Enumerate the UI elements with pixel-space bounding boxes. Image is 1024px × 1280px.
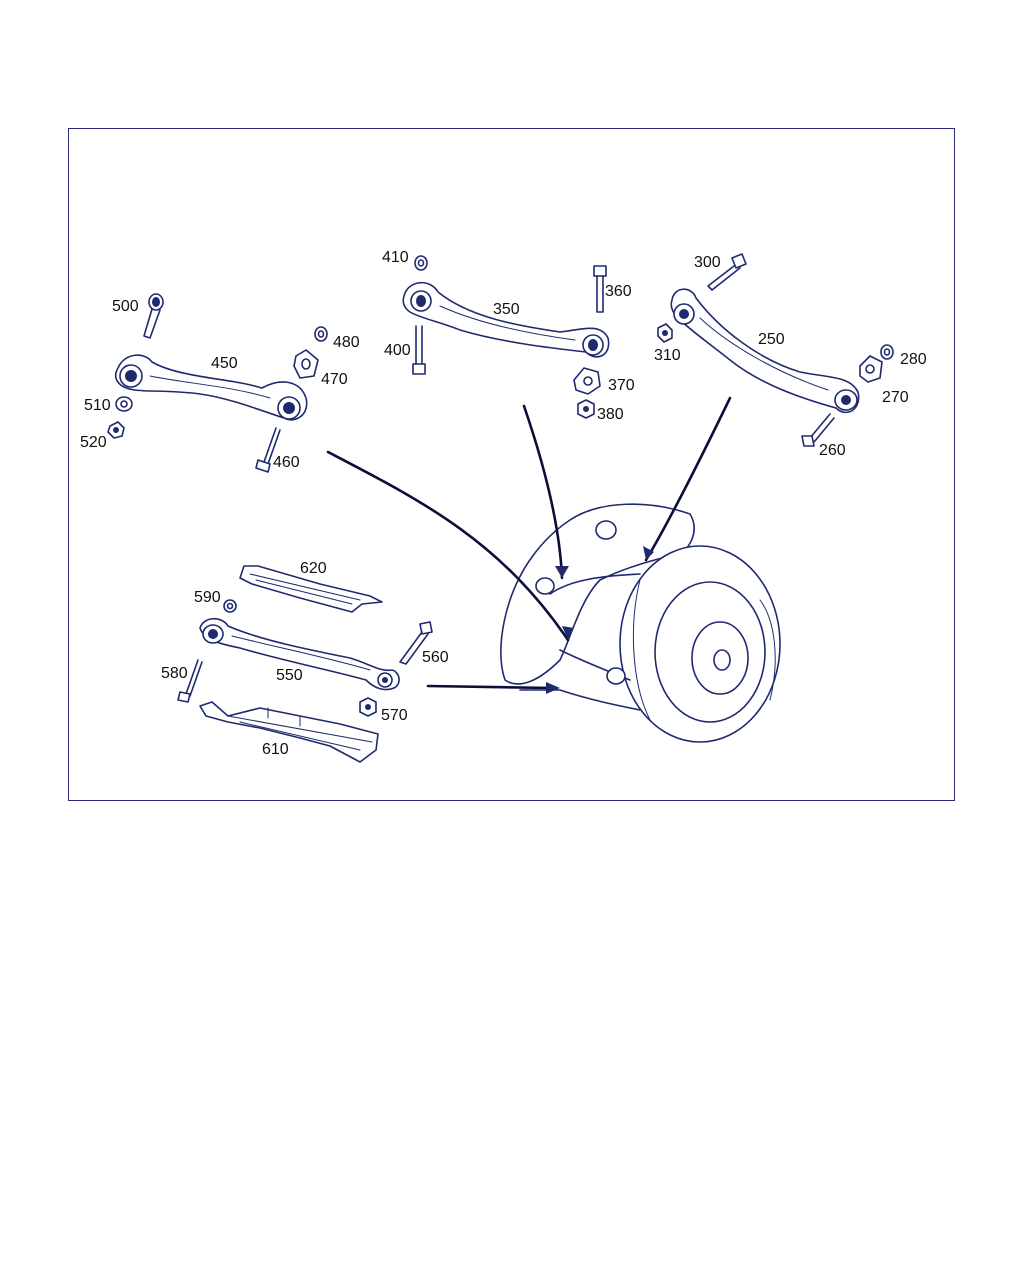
label-450: 450	[211, 355, 238, 372]
label-270: 270	[882, 389, 909, 406]
washer-590[interactable]	[223, 599, 237, 613]
label-360: 360	[605, 283, 632, 300]
nut-380[interactable]	[577, 399, 595, 419]
control-arm-350[interactable]	[402, 281, 610, 358]
diagram-frame	[68, 128, 955, 801]
label-380: 380	[597, 406, 624, 423]
nut-570[interactable]	[359, 697, 377, 717]
label-480: 480	[333, 334, 360, 351]
wheel-carrier-assembly	[500, 503, 781, 743]
label-520: 520	[80, 434, 107, 451]
washer-410[interactable]	[414, 255, 428, 271]
label-350: 350	[493, 301, 520, 318]
label-590: 590	[194, 589, 221, 606]
label-400: 400	[384, 342, 411, 359]
label-370: 370	[608, 377, 635, 394]
eccentric-washer-370[interactable]	[573, 367, 601, 395]
eccentric-washer-470[interactable]	[293, 349, 319, 379]
bolt-400[interactable]	[412, 325, 426, 375]
washer-480[interactable]	[314, 326, 328, 342]
label-510: 510	[84, 397, 111, 414]
bolt-360[interactable]	[593, 265, 607, 313]
bolt-260[interactable]	[801, 413, 835, 447]
label-620: 620	[300, 560, 327, 577]
cover-610[interactable]	[199, 701, 379, 763]
control-arm-250[interactable]	[670, 288, 860, 414]
label-470: 470	[321, 371, 348, 388]
control-arm-450[interactable]	[114, 354, 308, 421]
part-labels: 500 450 480 470 510 520 460 410 350 360 …	[80, 249, 927, 758]
label-260: 260	[819, 442, 846, 459]
bolt-300[interactable]	[707, 253, 747, 291]
cover-620[interactable]	[239, 565, 383, 613]
label-250: 250	[758, 331, 785, 348]
bolt-500[interactable]	[143, 293, 164, 339]
washer-510[interactable]	[115, 396, 133, 412]
trailing-arm-550[interactable]	[199, 617, 400, 691]
pointer-arrows	[326, 396, 732, 694]
eccentric-washer-270[interactable]	[859, 355, 883, 383]
nut-310[interactable]	[657, 323, 673, 343]
bolt-460[interactable]	[255, 427, 281, 473]
label-570: 570	[381, 707, 408, 724]
bolt-580[interactable]	[177, 659, 203, 703]
label-580: 580	[161, 665, 188, 682]
washer-280[interactable]	[880, 344, 894, 360]
label-460: 460	[273, 454, 300, 471]
label-610: 610	[262, 741, 289, 758]
label-410: 410	[382, 249, 409, 266]
label-550: 550	[276, 667, 303, 684]
label-310: 310	[654, 347, 681, 364]
label-560: 560	[422, 649, 449, 666]
label-300: 300	[694, 254, 721, 271]
label-280: 280	[900, 351, 927, 368]
label-500: 500	[112, 298, 139, 315]
bolt-560[interactable]	[399, 621, 433, 665]
nut-520[interactable]	[107, 421, 125, 439]
